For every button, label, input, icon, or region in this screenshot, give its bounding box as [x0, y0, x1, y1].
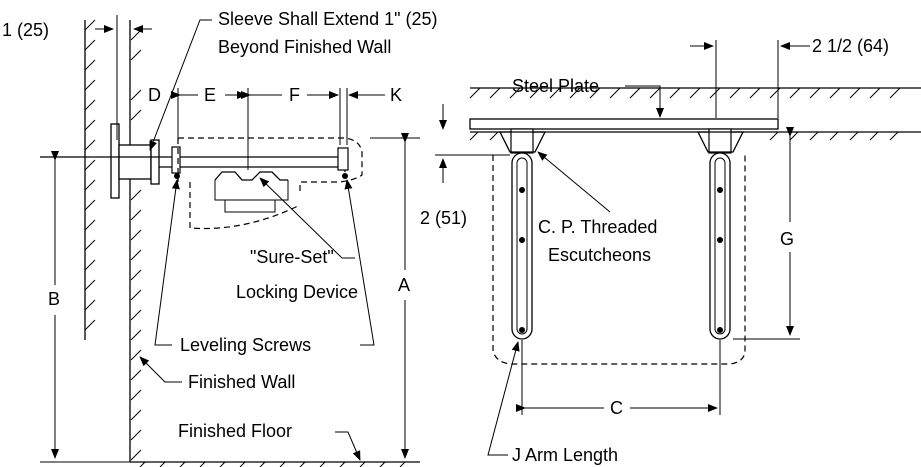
dimension-defk: D E F K — [148, 85, 402, 170]
sure-set-line2: Locking Device — [236, 282, 358, 302]
j-arm-length-note: J Arm Length — [487, 341, 618, 465]
support-arm — [40, 146, 349, 179]
label-2-1-2-64: 2 1/2 (64) — [812, 36, 889, 56]
fixture-outline-side — [177, 137, 363, 230]
label-c: C — [610, 398, 623, 418]
dimension-a: A — [370, 133, 420, 459]
sleeve-note-line2: Beyond Finished Wall — [218, 37, 391, 57]
finished-floor — [130, 461, 420, 467]
leveling-screws-note: Leveling Screws — [154, 179, 375, 355]
fixture-outline-front — [492, 155, 746, 365]
dimension-g: G — [733, 127, 800, 340]
escutcheons-note: C. P. Threaded Escutcheons — [537, 151, 657, 265]
sure-set-line1: "Sure-Set" — [250, 247, 334, 267]
front-view: Steel Plate 2 1/2 (64) 2 (51) C. P. Thre… — [420, 36, 921, 465]
label-2-51: 2 (51) — [420, 208, 467, 228]
label-d: D — [148, 85, 161, 105]
finished-wall — [84, 19, 142, 462]
side-view: A B 1 (25) Sleeve Shall Extend 1" (25) B… — [2, 9, 438, 467]
steel-plate-note: Steel Plate — [512, 76, 664, 118]
hanger-left — [498, 128, 547, 340]
label-e: E — [204, 85, 216, 105]
escutcheons-line2: Escutcheons — [548, 245, 651, 265]
dimension-b: B — [40, 151, 130, 463]
wall-flange — [110, 123, 160, 199]
label-g: G — [780, 229, 794, 249]
dimension-1-25: 1 (25) — [2, 15, 152, 140]
finished-floor-note: Finished Floor — [178, 421, 361, 461]
sure-set-note: "Sure-Set" Locking Device — [236, 177, 358, 302]
label-b: B — [48, 289, 60, 309]
label-a: A — [398, 275, 410, 295]
j-arm-length-label: J Arm Length — [512, 445, 618, 465]
leveling-screws-label: Leveling Screws — [180, 335, 311, 355]
label-1-25: 1 (25) — [2, 20, 49, 40]
label-f: F — [289, 85, 300, 105]
dimension-2-1-2-64: 2 1/2 (64) — [690, 36, 889, 118]
finished-wall-note: Finished Wall — [139, 356, 295, 392]
dimension-c: C — [516, 340, 721, 418]
label-k: K — [390, 85, 402, 105]
dimension-2-51: 2 (51) — [420, 104, 510, 228]
escutcheons-line1: C. P. Threaded — [538, 217, 657, 237]
finished-wall-label: Finished Wall — [188, 372, 295, 392]
finished-floor-label: Finished Floor — [178, 421, 292, 441]
hanger-right — [696, 128, 745, 340]
sleeve-note: Sleeve Shall Extend 1" (25) Beyond Finis… — [149, 9, 438, 151]
steel-plate-label: Steel Plate — [512, 76, 599, 96]
sleeve-note-line1: Sleeve Shall Extend 1" (25) — [218, 9, 438, 29]
steel-plate — [469, 118, 779, 130]
